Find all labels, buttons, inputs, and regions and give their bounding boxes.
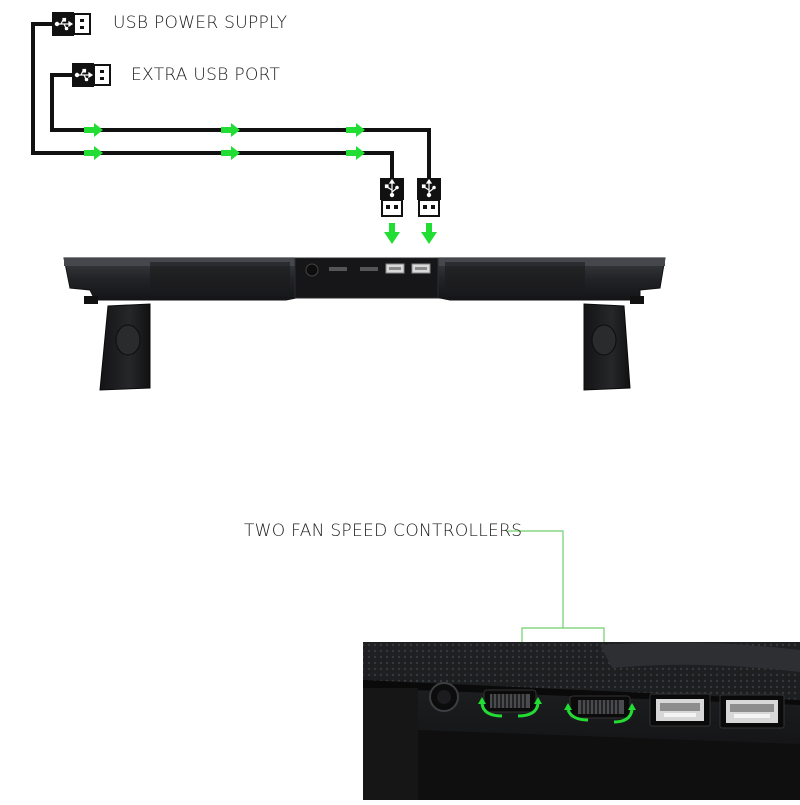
arrow-right-icon (221, 123, 240, 137)
flow-arrows (84, 123, 365, 160)
fan-speed-dial-left[interactable] (478, 689, 542, 718)
usb-symbol-icon (74, 68, 94, 82)
power-knob (305, 263, 319, 277)
rotate-arrow-icon (566, 709, 634, 724)
fan-speed-dial-right[interactable] (564, 695, 636, 724)
arrow-right-icon (84, 146, 103, 160)
usb-plug-icon (72, 63, 111, 87)
zoomed-control-panel (363, 642, 800, 800)
label-extra-usb-port: EXTRA USB PORT (131, 65, 281, 85)
arrow-right-icon (84, 123, 103, 137)
power-cable-line (31, 22, 394, 180)
usb-plug-icon (380, 178, 404, 217)
cooling-pad-side-view (63, 257, 666, 391)
extra-port-cable-line (50, 73, 431, 180)
arrow-right-icon (346, 123, 365, 137)
usb-plug-icon (417, 178, 441, 217)
fan-dial-slot (360, 267, 378, 271)
usb-port (719, 694, 785, 729)
rotate-arrow-icon (480, 703, 540, 718)
label-usb-power-supply: USB POWER SUPPLY (113, 13, 288, 33)
cable-lines (31, 22, 431, 180)
arrow-right-icon (346, 146, 365, 160)
usb-symbol-icon (384, 178, 399, 198)
label-fan-speed-controllers: TWO FAN SPEED CONTROLLERS (244, 521, 523, 541)
down-arrows (384, 223, 437, 244)
arrow-right-icon (221, 146, 240, 160)
usb-port (649, 693, 711, 727)
usb-plug-icon (52, 12, 91, 36)
arrow-down-icon (384, 223, 400, 244)
usb-symbol-icon (54, 17, 74, 31)
arrow-down-icon (421, 223, 437, 244)
fan-dial-slot (329, 267, 347, 271)
usb-symbol-icon (421, 178, 436, 198)
